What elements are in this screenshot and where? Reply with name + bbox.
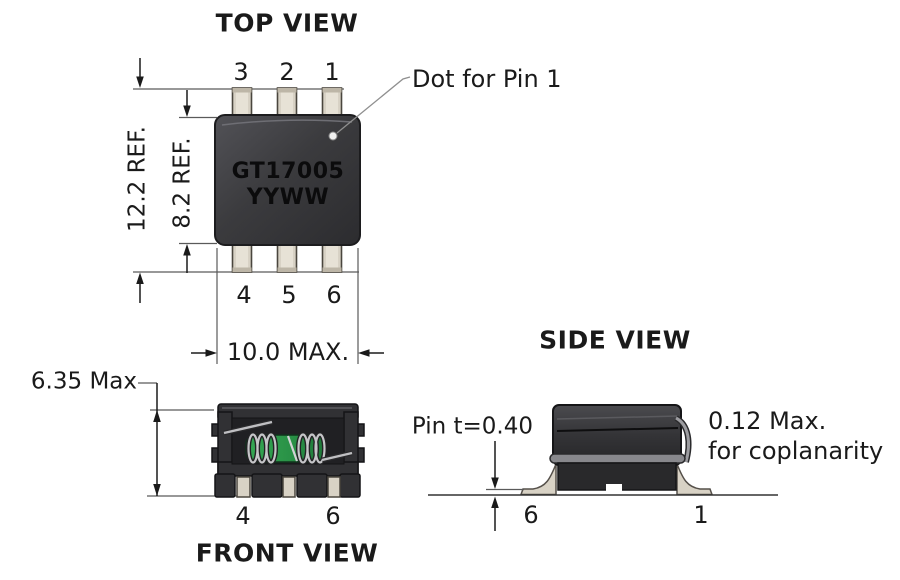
lead-wires [223,419,353,463]
pin-4 [231,239,253,273]
pin-3 [231,87,253,121]
dim-width-label: 10.0 MAX. [226,337,350,366]
front-view-pins [236,476,341,498]
pin-number-4: 4 [236,280,252,309]
pin-number-1: 1 [324,57,340,86]
front-view-dimension [153,383,161,496]
side-view-leads [519,463,714,496]
front-view-title: FRONT VIEW [195,538,379,568]
pin-1 [321,87,343,121]
front-view-drawing [138,382,365,498]
side-view-dimension [486,441,524,531]
pin-number-2: 2 [279,57,295,86]
front-pin-4-label: 4 [235,501,251,530]
side-view-title: SIDE VIEW [539,325,691,355]
dot-leader-line [336,76,411,134]
dot-callout-label: Dot for Pin 1 [412,64,562,93]
dim-height-label: 6.35 Max [30,368,137,395]
date-code-marking: YYWW [246,184,330,210]
pin-thickness-label: Pin t=0.40 [411,413,533,440]
side-view-drawing [428,404,778,531]
coplanarity-label-line1: 0.12 Max. [708,406,827,435]
pin-number-6: 6 [326,280,342,309]
dim-body-height-label: 8.2 REF. [169,137,196,229]
side-view-body [549,404,692,491]
pin-5 [276,239,298,273]
coplanarity-label-line2: for coplanarity [708,436,884,465]
windings [247,433,326,464]
top-view-dimensions [136,58,384,357]
dim-outer-height-label: 12.2 REF. [124,126,151,232]
top-view-body [214,114,361,246]
side-pin-1-label: 1 [693,500,709,529]
top-view-drawing [133,58,411,364]
front-pin-6-label: 6 [325,501,341,530]
side-pin-6-label: 6 [523,500,539,529]
pin-number-3: 3 [233,57,249,86]
pin-number-5: 5 [281,280,297,309]
top-view-pins-bottom [231,239,343,273]
part-number-marking: GT17005 [231,158,345,184]
top-view-title: TOP VIEW [215,8,359,38]
pin1-dot [328,131,338,141]
